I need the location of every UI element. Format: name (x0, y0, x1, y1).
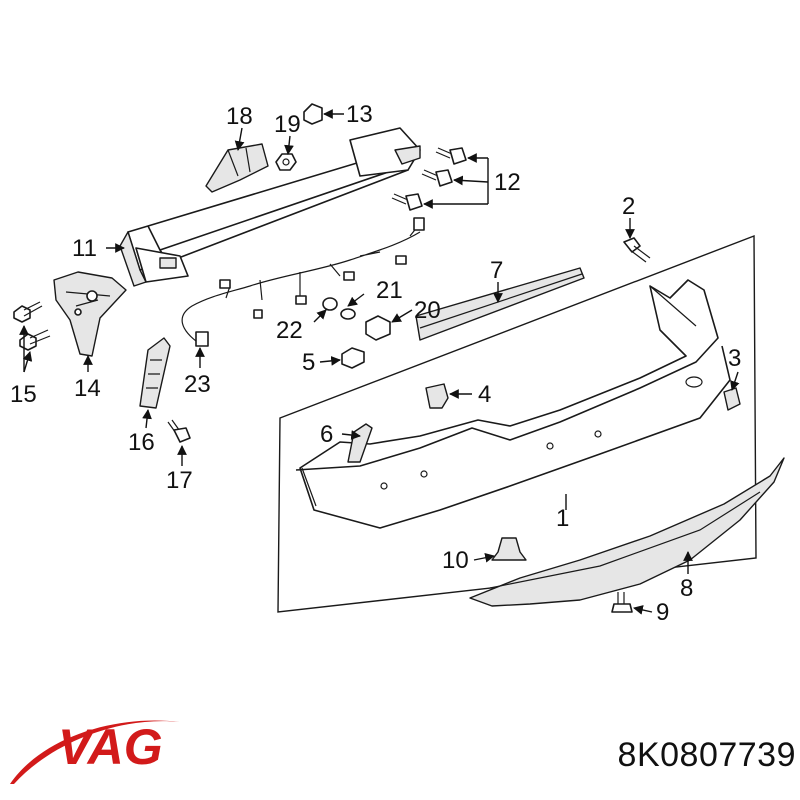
trim-strip-7 (415, 267, 585, 341)
callout-5: 5 (302, 349, 315, 376)
callout-21: 21 (376, 277, 403, 304)
callout-19: 19 (274, 111, 301, 138)
nut-13 (303, 103, 323, 125)
wiring-harness (181, 225, 421, 345)
callout-2: 2 (622, 193, 635, 220)
callout-1: 1 (556, 505, 569, 532)
callout-23: 23 (184, 371, 211, 398)
clip-4 (425, 383, 449, 409)
callout-3: 3 (728, 345, 741, 372)
logo-text: VAG (58, 719, 163, 775)
bolts-12 (391, 147, 467, 211)
callout-17: 17 (166, 467, 193, 494)
screw-17 (167, 419, 191, 443)
sensor-holder-20 (365, 315, 391, 341)
callout-10: 10 (442, 547, 469, 574)
callout-7: 7 (490, 257, 503, 284)
callout-22: 22 (276, 317, 303, 344)
callout-13: 13 (346, 101, 373, 128)
sensor-5 (341, 347, 365, 369)
bracket-18 (205, 143, 269, 193)
part-number: 8K0807739 (617, 736, 796, 774)
callout-18: 18 (226, 103, 253, 130)
nut-19 (275, 153, 297, 171)
callout-9: 9 (656, 599, 669, 626)
bolts-15 (13, 301, 51, 351)
sensor-ring-21 (340, 308, 356, 320)
sensor-ring-22 (322, 297, 338, 311)
callout-12: 12 (494, 169, 521, 196)
callout-numbers: 1 2 3 4 5 6 7 8 9 10 11 12 13 14 15 16 1… (10, 101, 741, 626)
callout-8: 8 (680, 575, 693, 602)
callout-11: 11 (72, 235, 97, 262)
bolt-9 (611, 592, 633, 613)
side-bracket-14 (53, 271, 127, 357)
logo-swoosh (10, 720, 180, 784)
callout-6: 6 (320, 421, 333, 448)
leader-lines (19, 109, 740, 615)
callout-16: 16 (128, 429, 155, 456)
callout-15: 15 (10, 381, 37, 408)
callout-4: 4 (478, 381, 491, 408)
vag-logo: VAG (10, 719, 180, 784)
reinforcement-bar (119, 127, 421, 287)
bumper-cover (295, 279, 731, 529)
callout-20: 20 (414, 297, 441, 324)
guide-16 (139, 337, 171, 409)
diffuser-8 (469, 457, 785, 607)
bolt-2 (623, 237, 651, 263)
callout-14: 14 (74, 375, 101, 402)
